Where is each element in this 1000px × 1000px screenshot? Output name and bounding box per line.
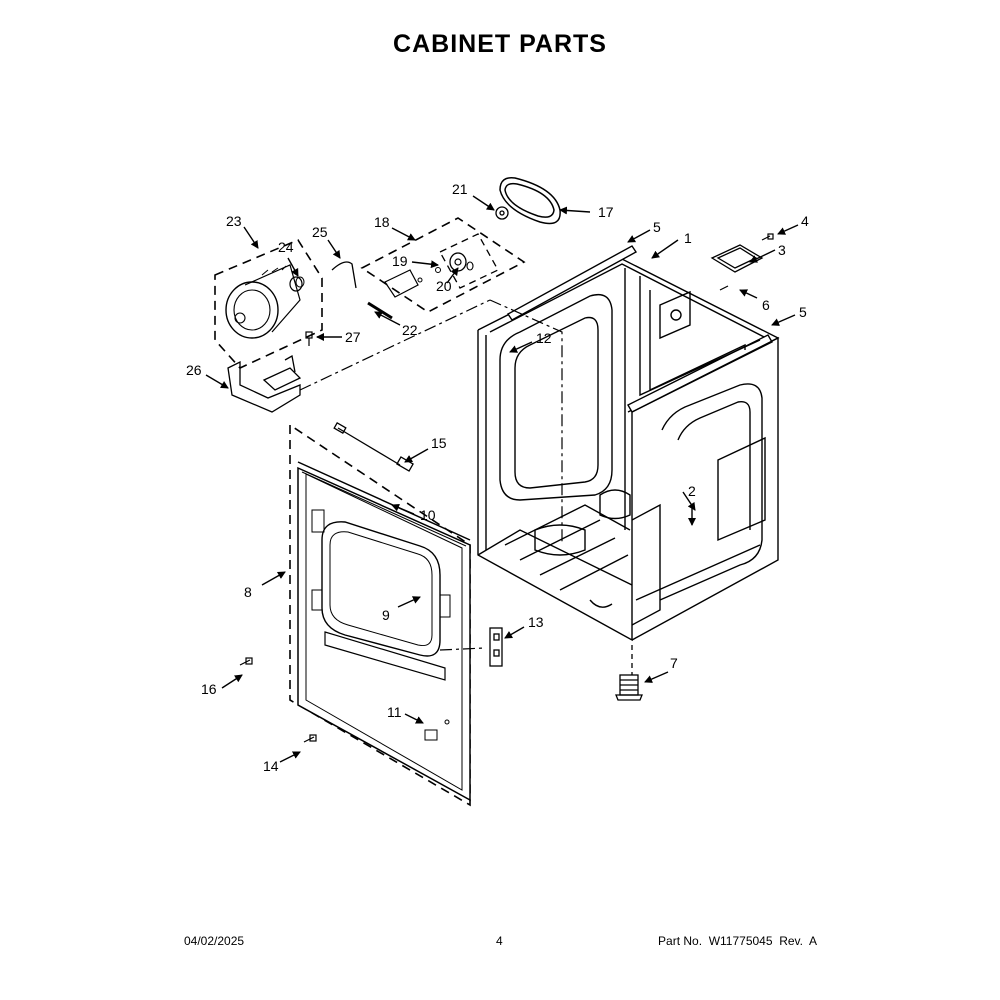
motor-assembly-group bbox=[214, 238, 323, 369]
callout-27: 27 bbox=[345, 329, 361, 345]
callout-7: 7 bbox=[670, 655, 678, 671]
small-screws bbox=[239, 233, 774, 743]
assembly-leader-lines bbox=[299, 299, 563, 651]
idler-assembly-group bbox=[360, 217, 526, 320]
motor-clip bbox=[331, 261, 357, 289]
callout-13: 13 bbox=[528, 614, 544, 630]
drive-belt bbox=[499, 177, 561, 225]
callout-17: 17 bbox=[598, 204, 614, 220]
callout-8: 8 bbox=[244, 584, 252, 600]
callout-16: 16 bbox=[201, 681, 217, 697]
callout-9: 9 bbox=[382, 607, 390, 623]
callout-19: 19 bbox=[392, 253, 408, 269]
callout-12: 12 bbox=[536, 330, 552, 346]
callout-14: 14 bbox=[263, 758, 279, 774]
callout-labels: 1 2 3 4 5 5 6 7 8 9 10 11 12 13 14 15 16… bbox=[186, 181, 809, 774]
callout-5-right: 5 bbox=[799, 304, 807, 320]
callout-2: 2 bbox=[688, 483, 696, 499]
front-panel-group bbox=[289, 423, 471, 807]
callout-22: 22 bbox=[402, 322, 418, 338]
callout-arrows bbox=[205, 195, 799, 763]
callout-1: 1 bbox=[684, 230, 692, 246]
callout-5-top: 5 bbox=[653, 219, 661, 235]
callout-20: 20 bbox=[436, 278, 452, 294]
page-title: CABINET PARTS bbox=[393, 30, 607, 58]
motor-screw bbox=[305, 331, 313, 346]
door-switch bbox=[489, 627, 503, 667]
callout-24: 24 bbox=[278, 239, 294, 255]
callout-4: 4 bbox=[801, 213, 809, 229]
leveling-leg bbox=[615, 645, 643, 701]
wire-harness bbox=[333, 422, 414, 472]
footer-date: 04/02/2025 bbox=[184, 934, 245, 948]
callout-15: 15 bbox=[431, 435, 447, 451]
callout-23: 23 bbox=[226, 213, 242, 229]
footer-part-number: Part No. W11775045 Rev. A bbox=[658, 934, 817, 948]
idler-pulley bbox=[495, 206, 509, 220]
callout-26: 26 bbox=[186, 362, 202, 378]
callout-6: 6 bbox=[762, 297, 770, 313]
cabinet-body bbox=[477, 245, 780, 642]
callout-3: 3 bbox=[778, 242, 786, 258]
callout-25: 25 bbox=[312, 224, 328, 240]
callout-10: 10 bbox=[420, 507, 436, 523]
mounting-bracket bbox=[710, 244, 764, 273]
callout-11: 11 bbox=[387, 704, 402, 720]
motor-mount bbox=[227, 354, 302, 413]
footer-page-number: 4 bbox=[496, 934, 503, 948]
callout-18: 18 bbox=[374, 214, 390, 230]
callout-21: 21 bbox=[452, 181, 468, 197]
